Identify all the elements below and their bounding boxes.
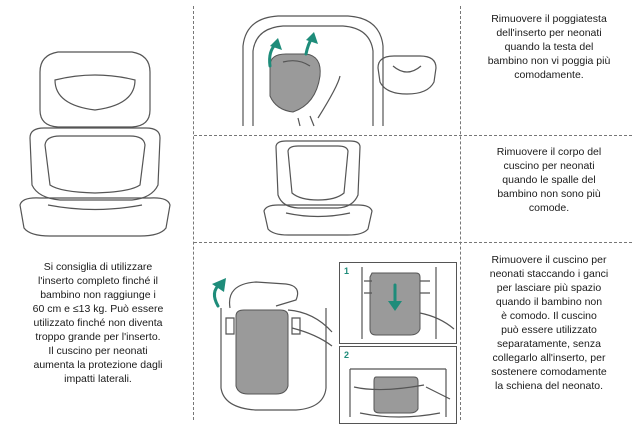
divider-right xyxy=(460,6,461,420)
divider-left xyxy=(193,6,194,420)
seat-illustration xyxy=(19,51,171,237)
cushion-body-illustration xyxy=(263,140,373,236)
row2-text: Rimuovere il corpo del cuscino per neona… xyxy=(496,146,602,214)
step2-number: 2 xyxy=(344,350,349,360)
divider-row1 xyxy=(194,135,632,136)
left-panel-text: Si consiglia di utilizzare l'inserto com… xyxy=(32,261,164,385)
step2-box: 2 xyxy=(339,346,457,424)
divider-row2 xyxy=(194,242,632,243)
row3-text: Rimuovere il cuscino per neonati staccan… xyxy=(489,254,609,392)
step1-illustration: 1 xyxy=(344,266,455,339)
row1-text: Rimuovere il poggiatesta dell'inserto pe… xyxy=(487,13,611,81)
cushion-removal-illustration xyxy=(212,278,333,411)
step2-illustration: 2 xyxy=(344,350,451,418)
step1-number: 1 xyxy=(344,266,349,276)
headrest-removal-illustration xyxy=(242,15,437,127)
step1-box: 1 xyxy=(339,262,457,344)
